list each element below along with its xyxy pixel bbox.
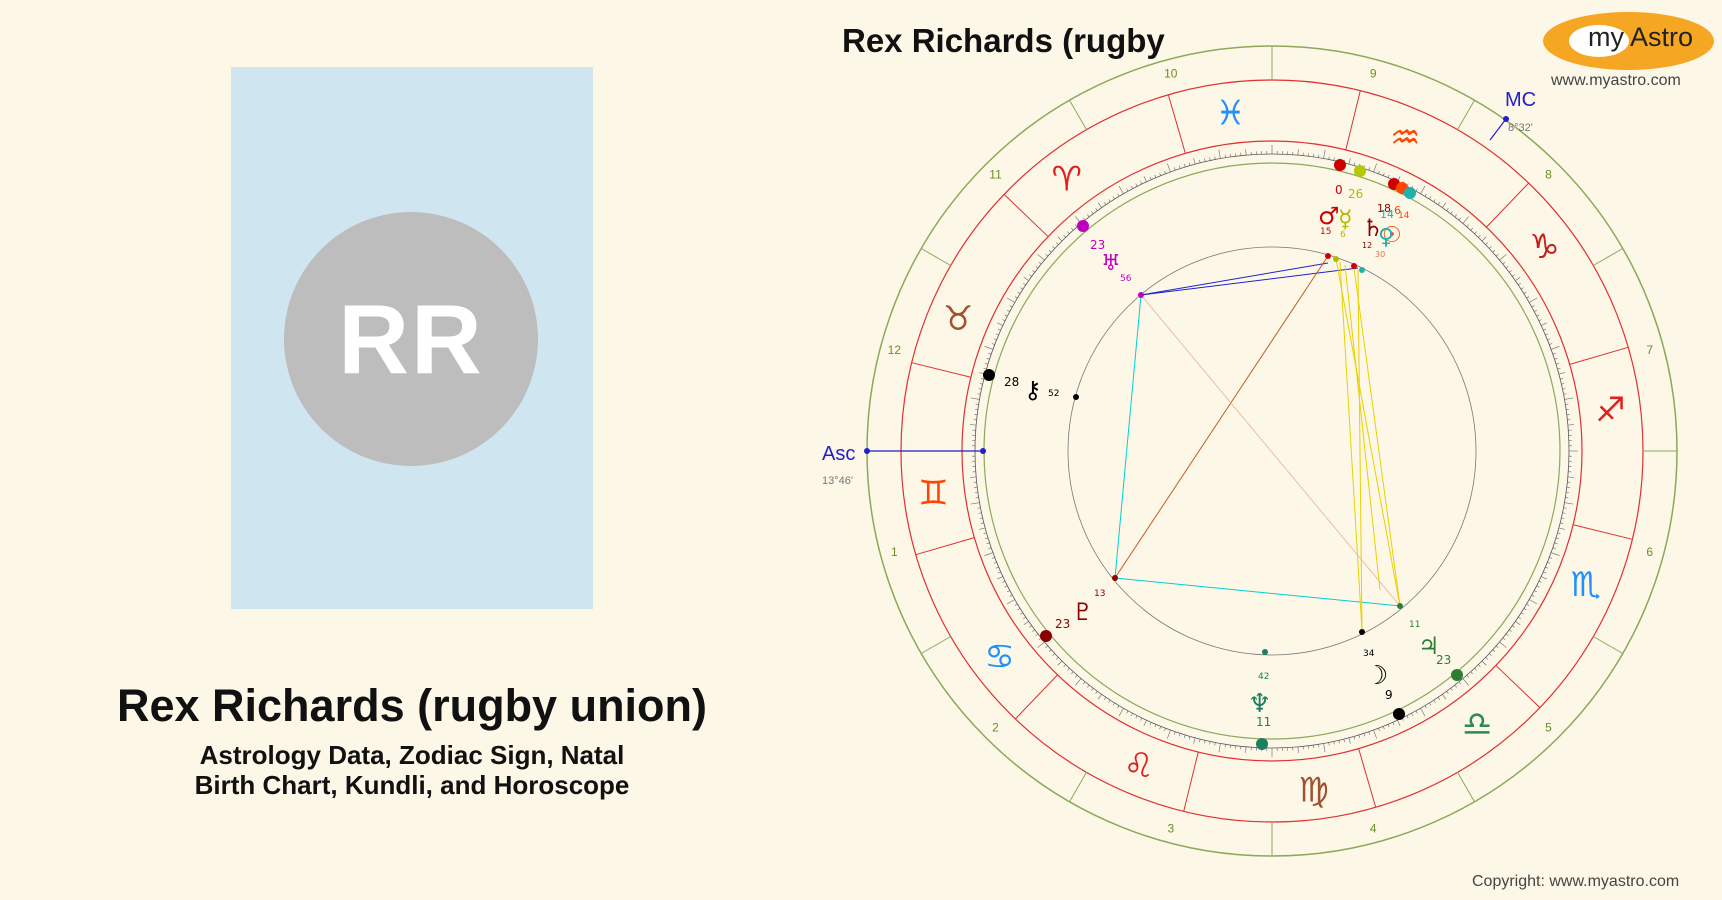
page-subtitle: Astrology Data, Zodiac Sign, Natal Birth… xyxy=(0,740,824,800)
svg-text:28: 28 xyxy=(1004,375,1019,389)
house-number-11: 11 xyxy=(989,168,1002,182)
svg-text:30: 30 xyxy=(1375,250,1385,259)
chart-title: Rex Richards (rugby xyxy=(842,22,1165,59)
chiron-planet[interactable]: 28 ⚷ 52 xyxy=(983,369,1079,404)
mars-planet[interactable]: 0 ♂ 15 xyxy=(1318,159,1346,237)
mc-axis: MC 8°32' xyxy=(1489,89,1536,141)
planets: 0 ♂ 15 26 ☿ 6 18 ♄ 12 6 ☉ 14 14 ♀ 30 xyxy=(983,159,1463,750)
svg-text:56: 56 xyxy=(1120,274,1132,284)
saturn-icon: ♄ xyxy=(1362,214,1384,242)
house-number-2: 2 xyxy=(992,720,999,734)
svg-text:6: 6 xyxy=(1394,204,1401,217)
myastro-logo[interactable]: my Astro xyxy=(1543,12,1714,70)
svg-text:23: 23 xyxy=(1055,617,1070,631)
svg-text:26: 26 xyxy=(1348,187,1363,201)
logo-inner-ellipse xyxy=(1569,25,1629,57)
virgo-sign-icon: ♍ xyxy=(1298,770,1328,810)
house-number-3: 3 xyxy=(1167,822,1174,836)
avatar: RR xyxy=(284,212,538,466)
svg-text:6: 6 xyxy=(1340,230,1346,240)
svg-text:52: 52 xyxy=(1048,389,1059,399)
pluto-icon: ♇ xyxy=(1072,598,1094,626)
pisces-sign-icon: ♓ xyxy=(1215,94,1245,134)
house-number-1: 1 xyxy=(891,545,898,559)
aries-sign-icon: ♈ xyxy=(1052,160,1082,200)
jupiter-planet[interactable]: 23 ♃ 11 xyxy=(1397,603,1463,681)
logo-text: my Astro xyxy=(1588,22,1693,53)
mercury-planet[interactable]: 26 ☿ 6 xyxy=(1338,165,1366,240)
mercury-icon: ☿ xyxy=(1338,205,1353,233)
leo-sign-icon: ♌ xyxy=(1124,746,1154,786)
svg-text:15: 15 xyxy=(1320,227,1331,237)
asc-degree: 13°46' xyxy=(822,475,853,487)
moon-icon: ☽ xyxy=(1365,661,1388,691)
house-number-4: 4 xyxy=(1370,822,1377,836)
cancer-sign-icon: ♋ xyxy=(984,637,1014,677)
venus-planet[interactable]: 14 ♀ 30 xyxy=(1375,187,1416,259)
libra-sign-icon: ♎ xyxy=(1462,704,1492,744)
zodiac-signs: ♓ ♈ ♉ ♊ ♋ ♌ ♍ ♎ ♏ ♐ ♑ ♒ xyxy=(918,94,1625,811)
scorpio-sign-icon: ♏ xyxy=(1571,565,1601,605)
chiron-icon: ⚷ xyxy=(1024,376,1042,404)
sun-planet[interactable]: 6 ☉ 14 xyxy=(1382,182,1410,248)
site-url[interactable]: www.myastro.com xyxy=(1551,72,1681,89)
aspect-lines xyxy=(1114,255,1401,632)
neptune-planet[interactable]: 11 ♆ 42 xyxy=(1248,649,1271,750)
avatar-initials: RR xyxy=(338,283,484,394)
house-number-5: 5 xyxy=(1545,720,1552,734)
house-number-6: 6 xyxy=(1646,545,1653,559)
subtitle-line-1: Astrology Data, Zodiac Sign, Natal xyxy=(199,740,625,770)
mars-icon: ♂ xyxy=(1318,202,1340,230)
svg-text:9: 9 xyxy=(1385,688,1393,702)
uranus-planet[interactable]: 23 ♅ 56 xyxy=(1077,220,1132,284)
svg-text:0: 0 xyxy=(1335,183,1343,197)
svg-text:11: 11 xyxy=(1256,715,1271,729)
asc-label: Asc xyxy=(822,443,855,465)
svg-text:13: 13 xyxy=(1094,589,1105,599)
pluto-planet[interactable]: 23 ♇ 13 xyxy=(1040,589,1105,642)
house-number-10: 10 xyxy=(1164,66,1178,80)
sun-icon: ☉ xyxy=(1382,223,1402,248)
subtitle-line-2: Birth Chart, Kundli, and Horoscope xyxy=(194,770,630,800)
moon-planet[interactable]: 9 ☽ 34 xyxy=(1359,629,1405,720)
taurus-sign-icon: ♉ xyxy=(943,299,973,339)
uranus-icon: ♅ xyxy=(1101,251,1121,276)
person-name-heading: Rex Richards (rugby union) xyxy=(116,680,708,731)
svg-text:42: 42 xyxy=(1258,672,1269,682)
svg-text:14: 14 xyxy=(1398,211,1410,221)
svg-text:14: 14 xyxy=(1380,208,1394,221)
house-number-9: 9 xyxy=(1370,66,1377,80)
svg-text:18: 18 xyxy=(1377,202,1391,215)
copyright-text: Copyright: www.myastro.com xyxy=(1472,873,1680,890)
gemini-sign-icon: ♊ xyxy=(918,474,948,514)
neptune-icon: ♆ xyxy=(1248,689,1271,719)
degree-ticks xyxy=(966,145,1578,757)
sagittarius-sign-icon: ♐ xyxy=(1595,390,1625,430)
house-number-7: 7 xyxy=(1646,343,1653,357)
logo-text-astro: Astro xyxy=(1630,22,1694,52)
venus-icon: ♀ xyxy=(1378,225,1394,250)
svg-text:12: 12 xyxy=(1362,241,1372,250)
svg-text:34: 34 xyxy=(1363,649,1375,659)
house-number-8: 8 xyxy=(1545,168,1552,182)
profile-photo-placeholder: RR xyxy=(231,67,593,609)
svg-text:23: 23 xyxy=(1090,238,1105,252)
capricorn-sign-icon: ♑ xyxy=(1529,227,1559,267)
mc-label: MC xyxy=(1505,89,1536,111)
asc-axis: Asc 13°46' xyxy=(822,443,986,487)
jupiter-icon: ♃ xyxy=(1418,632,1440,660)
aquarius-sign-icon: ♒ xyxy=(1390,118,1420,158)
svg-text:11: 11 xyxy=(1409,620,1420,630)
sign-boundary-lines xyxy=(911,90,1633,812)
svg-text:23: 23 xyxy=(1436,653,1451,667)
mc-degree: 8°32' xyxy=(1508,122,1533,134)
house-number-12: 12 xyxy=(888,343,902,357)
logo-text-my: my xyxy=(1588,22,1624,52)
